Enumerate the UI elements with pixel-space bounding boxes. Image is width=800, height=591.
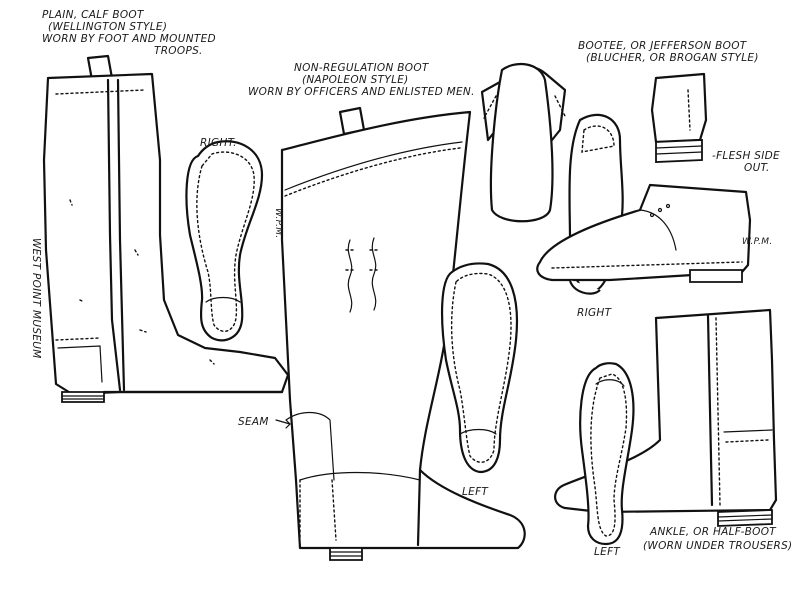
bootee-shoe-drawing xyxy=(536,183,752,295)
right-bootee-label: RIGHT xyxy=(577,307,612,319)
napoleon-heel xyxy=(329,547,363,561)
artist-initials: W.P.M. xyxy=(273,208,283,239)
napoleon-subtitle: (NAPOLEON STYLE) xyxy=(302,74,409,86)
ankle-boot-title: ANKLE, OR HALF-BOOT xyxy=(650,526,777,538)
bootee-counter-piece xyxy=(650,72,708,163)
wellington-note-end: TROOPS. xyxy=(154,45,203,57)
ankle-boot-heel xyxy=(717,509,773,527)
napoleon-title: NON-REGULATION BOOT xyxy=(294,62,429,74)
left-ankle-sole-label: LEFT xyxy=(594,546,621,558)
wellington-boot-drawing xyxy=(42,54,290,403)
napoleon-boot-drawing xyxy=(280,106,526,561)
flesh-side-label: -FLESH SIDE xyxy=(712,150,780,162)
jefferson-title: BOOTEE, OR JEFFERSON BOOT xyxy=(578,40,747,52)
right-sole-drawing xyxy=(185,140,264,342)
ankle-boot-note: (WORN UNDER TROUSERS) xyxy=(643,540,793,552)
napoleon-embroidery xyxy=(345,237,381,313)
artist-initials-2: W.P.M. xyxy=(742,237,773,247)
ankle-sole-drawing xyxy=(579,362,635,546)
right-sole-label: RIGHT. xyxy=(200,137,237,149)
seam-arrow xyxy=(275,419,291,429)
bootee-upper-piece xyxy=(480,62,567,223)
museum-credit: WEST POINT MUSEUM xyxy=(30,238,42,359)
wellington-subtitle: (WELLINGTON STYLE) xyxy=(48,21,168,33)
ankle-boot-drawing xyxy=(554,308,778,527)
napoleon-note: WORN BY OFFICERS AND ENLISTED MEN. xyxy=(248,86,475,98)
left-sole-label: LEFT xyxy=(462,486,489,498)
seam-label: SEAM xyxy=(238,416,269,428)
wellington-heel xyxy=(61,391,105,403)
left-sole-drawing xyxy=(440,262,519,474)
wellington-note: WORN BY FOOT AND MOUNTED xyxy=(42,33,216,45)
jefferson-subtitle: (BLUCHER, OR BROGAN STYLE) xyxy=(586,52,759,64)
flesh-side-label-end: OUT. xyxy=(744,162,770,174)
wellington-title: PLAIN, CALF BOOT xyxy=(42,9,144,21)
